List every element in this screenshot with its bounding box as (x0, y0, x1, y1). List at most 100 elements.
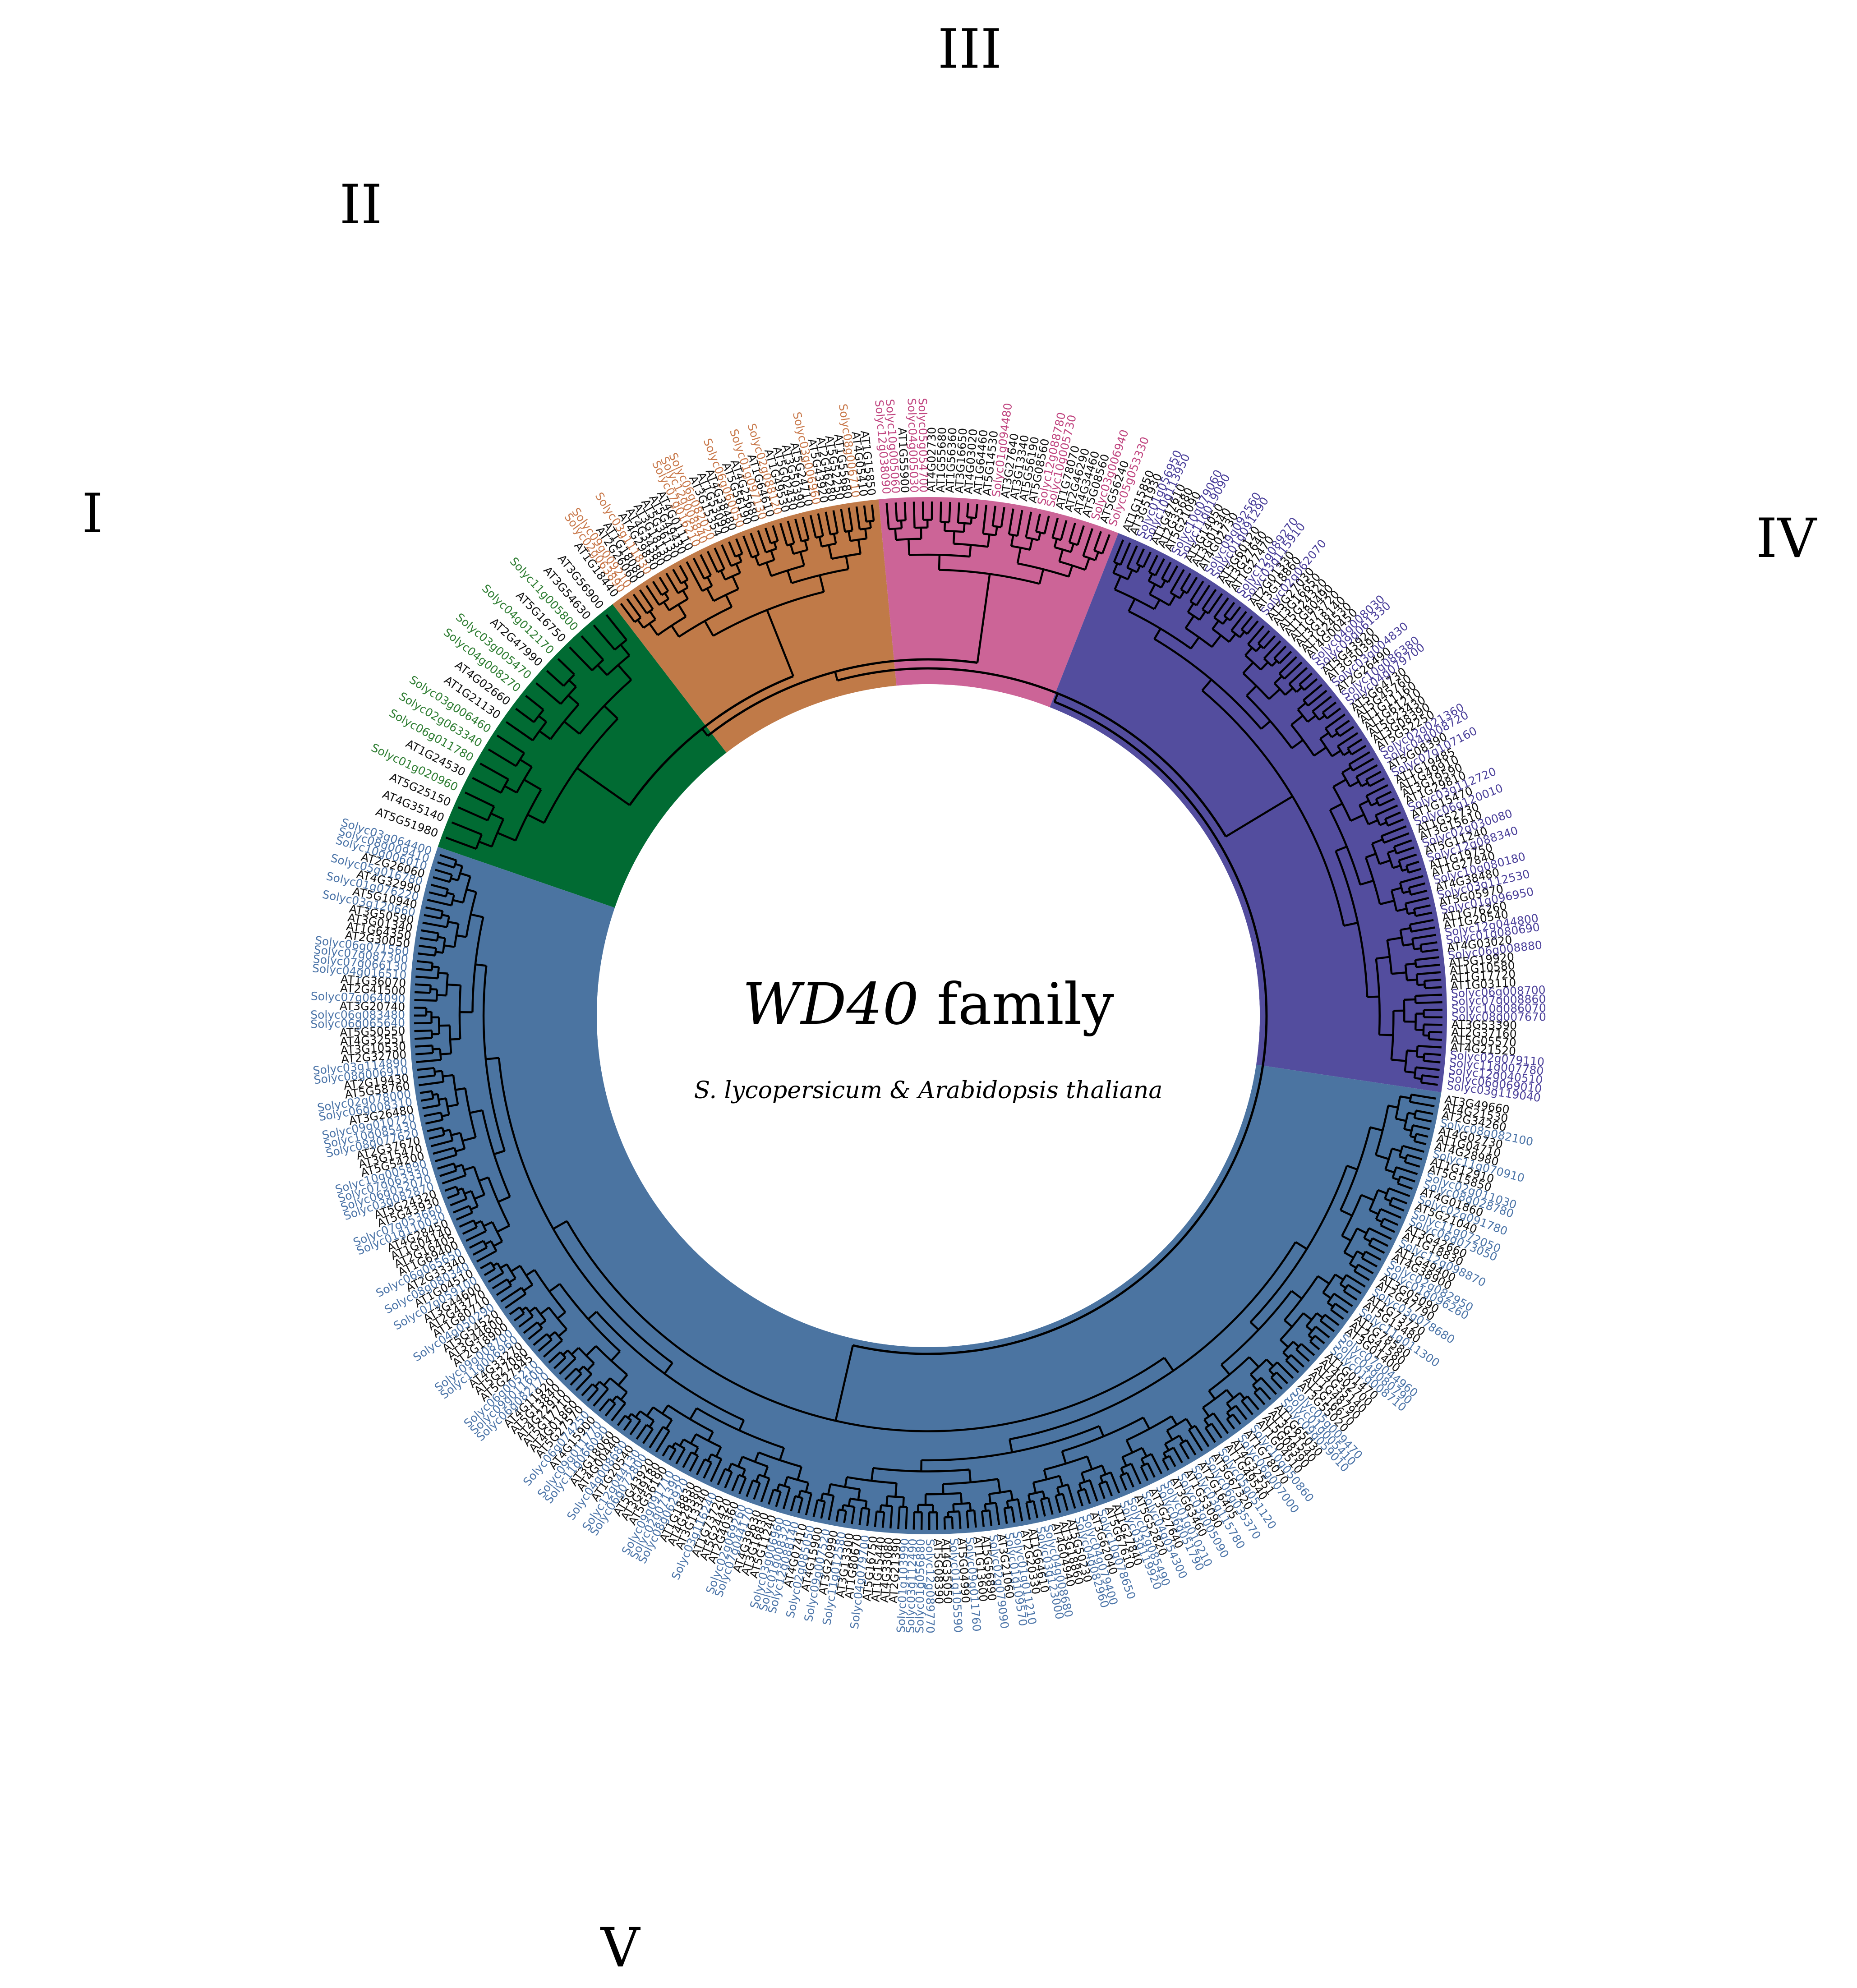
internal-arc (1202, 608, 1209, 614)
leaf-branch (1410, 919, 1434, 926)
leaf-branch (509, 1306, 521, 1316)
leaf-branch (889, 1506, 894, 1529)
leaf-branch (1188, 1429, 1203, 1452)
internal-branch (1343, 750, 1350, 756)
leaf-branch (1410, 889, 1428, 896)
internal-branch (587, 1311, 597, 1320)
leaf-branch (488, 748, 517, 767)
leaf-branch (1051, 518, 1059, 538)
internal-arc (668, 598, 689, 612)
internal-branch (529, 1307, 536, 1313)
internal-branch (1068, 565, 1074, 577)
leaf-branch (794, 519, 802, 542)
leaf-branch (476, 1250, 497, 1263)
leaf-branch (863, 505, 867, 522)
leaf-branch (767, 1489, 775, 1505)
internal-branch (490, 812, 504, 820)
leaf-label: Solyc07g064090 (310, 989, 405, 1005)
internal-branch (960, 1493, 963, 1504)
internal-arc (896, 538, 922, 541)
internal-branch (1249, 1373, 1258, 1382)
internal-arc (546, 1333, 553, 1340)
internal-branch (455, 1147, 465, 1153)
internal-arc (1202, 1389, 1228, 1409)
internal-branch (525, 1269, 535, 1276)
leaf-branch (655, 1430, 670, 1453)
clade-label-i: I (82, 483, 103, 545)
leaf-branch (1366, 784, 1388, 797)
leaf-branch (419, 1081, 444, 1086)
leaf-label: AT5G08390 (931, 1539, 945, 1605)
leaf-label: Solyc05g054700 (916, 398, 930, 492)
leaf-branch (832, 510, 839, 534)
leaf-branch (750, 533, 760, 556)
internal-branch (578, 1366, 585, 1372)
leaf-branch (417, 1067, 434, 1071)
leaf-branch (604, 1403, 616, 1417)
internal-arc (1339, 1274, 1347, 1285)
leaf-branch (645, 585, 660, 606)
internal-branch (455, 863, 463, 867)
leaf-branch (1299, 672, 1313, 686)
leaf-branch (1309, 1340, 1320, 1350)
leaf-branch (721, 544, 732, 566)
internal-branch (1029, 538, 1033, 550)
internal-branch (1185, 1418, 1193, 1429)
backbone-branch (771, 623, 794, 677)
internal-branch (995, 526, 998, 536)
internal-branch (885, 1496, 889, 1506)
internal-branch (1148, 584, 1156, 595)
internal-branch (720, 570, 726, 580)
tree-title: WD40 family (742, 971, 1114, 1037)
leaf-branch (415, 1045, 433, 1048)
internal-arc (738, 1474, 746, 1479)
leaf-branch (1335, 719, 1350, 731)
leaf-branch (605, 614, 627, 641)
internal-branch (1332, 778, 1347, 788)
leaf-branch (418, 952, 435, 957)
internal-arc (643, 618, 656, 629)
leaf-branch (1295, 1348, 1310, 1362)
internal-branch (432, 965, 439, 968)
internal-branch (447, 920, 459, 925)
leaf-branch (1260, 1377, 1277, 1395)
leaf-branch (851, 1506, 856, 1524)
internal-branch (1141, 1447, 1147, 1457)
leaf-branch (515, 708, 535, 723)
leaf-branch (866, 1509, 871, 1527)
internal-branch (1226, 1403, 1232, 1410)
leaf-branch (1385, 811, 1401, 820)
leaf-branch (809, 515, 817, 538)
clade-label-iii: III (938, 18, 1002, 81)
leaf-branch (525, 695, 544, 711)
leaf-branch (1412, 934, 1437, 940)
internal-branch (617, 1374, 628, 1386)
leaf-branch (1246, 620, 1259, 635)
internal-arc (880, 1504, 892, 1507)
internal-arc (549, 704, 580, 740)
internal-branch (689, 1408, 698, 1420)
backbone-branch (1225, 804, 1279, 838)
internal-branch (432, 1033, 439, 1035)
internal-branch (833, 534, 837, 544)
leaf-branch (692, 557, 705, 580)
leaf-label: AT1G56360 (943, 427, 959, 493)
internal-branch (1153, 599, 1161, 610)
internal-branch (1340, 1209, 1353, 1217)
internal-branch (942, 1484, 945, 1494)
internal-branch (783, 1476, 788, 1486)
leaf-branch (1415, 956, 1439, 961)
leaf-branch (496, 734, 525, 754)
leaf-branch (1375, 804, 1398, 816)
leaf-branch (805, 1493, 812, 1515)
leaf-branch (513, 1312, 525, 1322)
leaf-branch (706, 551, 719, 573)
internal-branch (442, 1074, 454, 1077)
leaf-branch (553, 1357, 567, 1369)
internal-branch (1318, 714, 1326, 721)
leaf-branch (1230, 611, 1247, 631)
internal-branch (1255, 645, 1262, 652)
leaf-branch (564, 1367, 577, 1381)
clade-sector-i (438, 604, 727, 908)
leaf-branch (632, 594, 648, 614)
